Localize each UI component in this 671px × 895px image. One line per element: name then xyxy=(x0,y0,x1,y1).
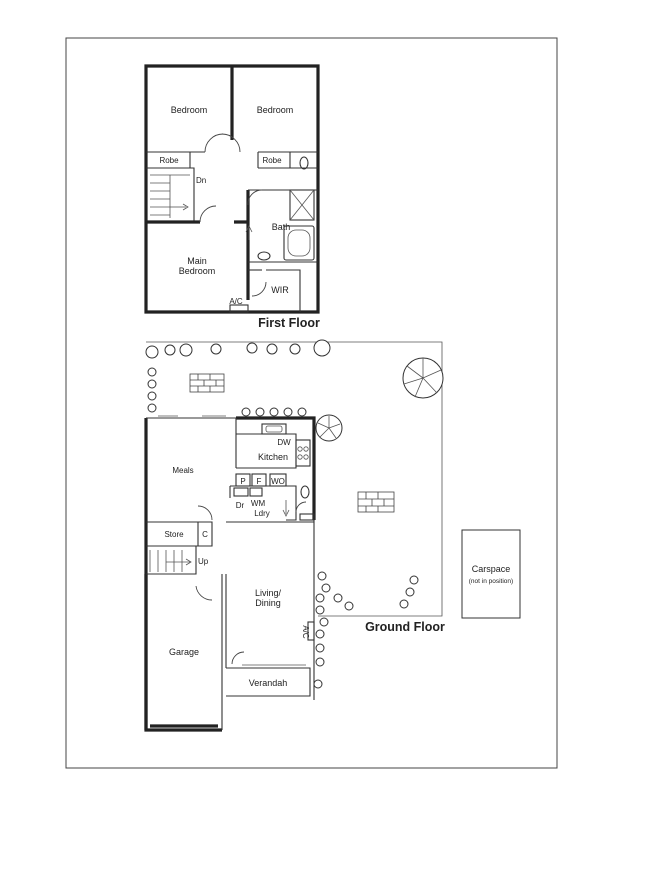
carspace: Carspace (not in position) xyxy=(461,529,521,619)
label-living-2: Dining xyxy=(255,598,281,608)
ground-floor-stairs xyxy=(149,550,192,572)
label-garage: Garage xyxy=(169,647,199,657)
paving-right xyxy=(357,491,395,513)
tree-large xyxy=(402,357,444,399)
ground-floor-title: Ground Floor xyxy=(365,620,445,634)
label-main-bedroom-2: Bedroom xyxy=(179,266,216,276)
label-verandah: Verandah xyxy=(249,678,288,688)
first-floor-stairs xyxy=(150,174,190,218)
label-ground-ac: A/C xyxy=(301,625,310,639)
label-robe-left: Robe xyxy=(159,156,179,165)
carspace-note: (not in position) xyxy=(469,578,513,585)
label-robe-right: Robe xyxy=(262,156,282,165)
label-stair-up: Up xyxy=(198,557,209,566)
shrubs xyxy=(145,339,419,689)
label-stair-dn: Dn xyxy=(196,176,206,185)
label-living-1: Living/ xyxy=(255,588,282,598)
ground-floor-plan xyxy=(144,341,443,732)
first-floor-plan xyxy=(144,64,320,314)
label-wm: WM xyxy=(251,499,266,508)
paving-left xyxy=(189,373,225,393)
ground-floor-labels: Meals Kitchen DW P F WO Dr WM Ldry Store… xyxy=(164,438,445,688)
tree-medium xyxy=(315,414,343,442)
label-kitchen: Kitchen xyxy=(258,452,288,462)
label-bath: Bath xyxy=(272,222,291,232)
label-fridge: F xyxy=(257,477,262,486)
label-pantry: P xyxy=(240,477,245,486)
label-main-bedroom-1: Main xyxy=(187,256,207,266)
label-cupboard: C xyxy=(202,530,208,539)
label-store: Store xyxy=(164,530,184,539)
label-meals: Meals xyxy=(172,466,193,475)
first-floor-labels: Bedroom Bedroom Robe Robe Dn Bath Main B… xyxy=(159,105,320,330)
carspace-label: Carspace xyxy=(472,564,511,574)
label-dr: Dr xyxy=(236,501,245,510)
label-bedroom-left: Bedroom xyxy=(171,105,208,115)
label-ldry: Ldry xyxy=(254,509,270,518)
first-floor-title: First Floor xyxy=(258,316,320,330)
label-first-ac: A/C xyxy=(229,297,243,306)
label-wo: WO xyxy=(271,477,285,486)
label-dw: DW xyxy=(277,438,291,447)
label-bedroom-right: Bedroom xyxy=(257,105,294,115)
label-wir: WIR xyxy=(271,285,289,295)
page-border xyxy=(65,37,558,769)
